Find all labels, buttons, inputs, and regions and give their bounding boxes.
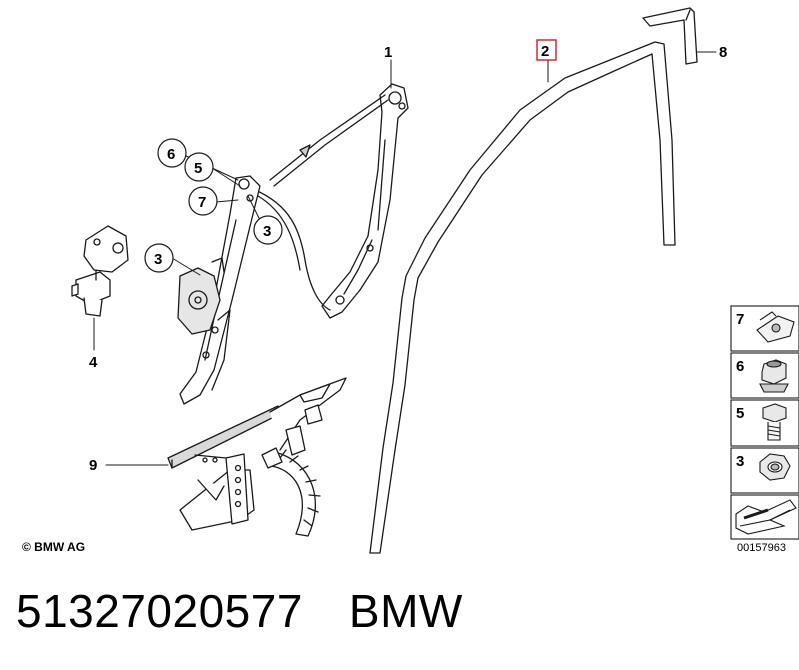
scissor-regulator-part <box>167 377 347 537</box>
legend-label-7: 7 <box>736 311 744 328</box>
legend-label-5: 5 <box>736 405 744 422</box>
leader-lines <box>93 51 717 466</box>
bolt-icon <box>762 403 787 441</box>
window-regulator-part <box>254 83 409 319</box>
callout-3-lower: 3 <box>154 251 162 268</box>
callout-3-upper: 3 <box>263 223 271 240</box>
hardware-legend <box>730 305 799 540</box>
footer-caption: 51327020577 BMW <box>16 584 463 638</box>
flange-nut-icon <box>759 359 789 393</box>
copyright-text: © BMW AG <box>22 540 86 554</box>
callout-2: 2 <box>541 43 549 60</box>
hex-nut-icon <box>759 453 791 481</box>
legend-label-6: 6 <box>736 358 744 375</box>
window-regulator-front-rail <box>177 175 261 405</box>
callout-2-highlight-box <box>536 39 557 61</box>
callout-9: 9 <box>89 457 97 474</box>
direction-arrow-icon <box>735 499 797 535</box>
diagram-id: 00157963 <box>737 542 786 554</box>
callouts: 1 2 8 4 9 6 5 7 3 3 <box>89 39 727 474</box>
brand-name: BMW <box>348 585 463 637</box>
legend-label-3: 3 <box>736 453 744 470</box>
callout-1: 1 <box>384 44 392 61</box>
trim-piece-part <box>642 7 698 65</box>
part-number: 51327020577 <box>16 585 303 637</box>
window-motor-part <box>71 225 129 317</box>
callout-8: 8 <box>719 44 727 61</box>
legend-labels: 7 6 5 3 <box>736 311 744 470</box>
window-seal-part <box>369 41 676 554</box>
callout-6: 6 <box>167 146 175 163</box>
callout-4: 4 <box>89 354 98 371</box>
parts-diagram: 1 2 8 4 9 6 5 7 3 3 <box>71 7 799 554</box>
callout-7: 7 <box>198 194 206 211</box>
callout-5: 5 <box>194 160 202 177</box>
clip-nut-icon <box>756 311 795 343</box>
